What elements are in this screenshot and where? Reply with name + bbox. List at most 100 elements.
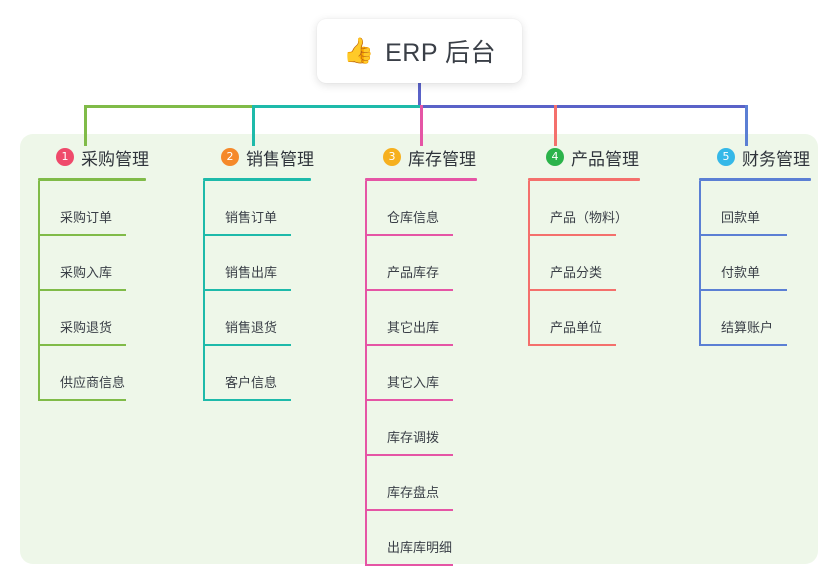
leaf-item-label: 产品库存 <box>387 265 440 280</box>
leaf-item-rule <box>699 344 787 346</box>
column-badge-icon: 1 <box>56 148 74 166</box>
column-stem-connector <box>365 181 367 566</box>
diagram-panel <box>20 134 818 564</box>
drop-connector-4 <box>554 105 557 146</box>
column-badge-icon: 3 <box>383 148 401 166</box>
leaf-list: 销售订单销售出库销售退货客户信息 <box>203 181 314 401</box>
leaf-item-rule <box>699 289 787 291</box>
leaf-item-rule <box>365 454 453 456</box>
column-title: 产品管理 <box>571 149 639 169</box>
leaf-item-rule <box>203 234 291 236</box>
leaf-item[interactable]: 库存调拨 <box>365 401 477 456</box>
column-header-rule <box>528 178 640 181</box>
column-title: 采购管理 <box>81 149 149 169</box>
leaf-item-rule <box>365 234 453 236</box>
leaf-item[interactable]: 库存盘点 <box>365 456 477 511</box>
column-header-4[interactable]: 4 产品管理 <box>528 145 640 169</box>
leaf-item[interactable]: 出库库明细 <box>365 511 477 566</box>
drop-connector-1 <box>84 105 87 146</box>
leaf-item[interactable]: 其它出库 <box>365 291 477 346</box>
leaf-item-rule <box>38 289 126 291</box>
column-stem-connector <box>203 181 205 401</box>
leaf-item[interactable]: 采购入库 <box>38 236 149 291</box>
leaf-item[interactable]: 供应商信息 <box>38 346 149 401</box>
leaf-item-label: 采购退货 <box>60 320 113 335</box>
leaf-item[interactable]: 销售退货 <box>203 291 314 346</box>
column-title: 销售管理 <box>246 149 314 169</box>
leaf-item[interactable]: 销售订单 <box>203 181 314 236</box>
leaf-item-rule <box>365 509 453 511</box>
column-header-2[interactable]: 2 销售管理 <box>203 145 314 169</box>
column-header-rule <box>365 178 477 181</box>
leaf-item-label: 客户信息 <box>225 375 278 390</box>
leaf-item-rule <box>365 344 453 346</box>
leaf-item-rule <box>528 289 616 291</box>
leaf-item-label: 其它出库 <box>387 320 440 335</box>
leaf-item-rule <box>203 344 291 346</box>
drop-connector-2 <box>252 105 255 146</box>
column-badge-icon: 4 <box>546 148 564 166</box>
leaf-list: 采购订单采购入库采购退货供应商信息 <box>38 181 149 401</box>
leaf-item[interactable]: 结算账户 <box>699 291 811 346</box>
leaf-item-label: 回款单 <box>721 210 761 225</box>
leaf-item-label: 库存盘点 <box>387 485 440 500</box>
leaf-list: 产品（物料） 产品分类产品单位 <box>528 181 640 346</box>
column-3: 3 库存管理仓库信息产品库存其它出库其它入库库存调拨库存盘点出库库明细 <box>365 145 477 566</box>
leaf-item-label: 销售出库 <box>225 265 278 280</box>
leaf-item[interactable]: 产品分类 <box>528 236 640 291</box>
leaf-item-label: 仓库信息 <box>387 210 440 225</box>
leaf-item[interactable]: 采购订单 <box>38 181 149 236</box>
leaf-item[interactable]: 采购退货 <box>38 291 149 346</box>
column-header-rule <box>699 178 811 181</box>
leaf-item-rule <box>38 234 126 236</box>
leaf-item-label: 产品（物料） <box>550 210 629 225</box>
leaf-item[interactable]: 销售出库 <box>203 236 314 291</box>
leaf-item-label: 供应商信息 <box>60 375 126 390</box>
thumbs-up-icon: 👍 <box>342 36 375 65</box>
leaf-item-rule <box>528 344 616 346</box>
leaf-item[interactable]: 付款单 <box>699 236 811 291</box>
leaf-item[interactable]: 客户信息 <box>203 346 314 401</box>
leaf-item[interactable]: 回款单 <box>699 181 811 236</box>
leaf-item[interactable]: 产品库存 <box>365 236 477 291</box>
leaf-item-rule <box>528 234 616 236</box>
leaf-item-rule <box>38 399 126 401</box>
bus-segment-1 <box>84 105 252 108</box>
leaf-item-rule <box>203 289 291 291</box>
leaf-item[interactable]: 产品单位 <box>528 291 640 346</box>
root-node-card[interactable]: 👍 ERP 后台 <box>317 19 522 83</box>
leaf-item-label: 结算账户 <box>721 320 774 335</box>
leaf-item-label: 产品单位 <box>550 320 603 335</box>
leaf-item-label: 销售订单 <box>225 210 278 225</box>
leaf-item[interactable]: 仓库信息 <box>365 181 477 236</box>
column-2: 2 销售管理销售订单销售出库销售退货客户信息 <box>203 145 314 401</box>
column-4: 4 产品管理产品（物料） 产品分类产品单位 <box>528 145 640 346</box>
leaf-item-rule <box>203 399 291 401</box>
leaf-item-label: 其它入库 <box>387 375 440 390</box>
leaf-item-rule <box>365 399 453 401</box>
leaf-item-rule <box>365 289 453 291</box>
root-title: ERP 后台 <box>385 39 497 67</box>
leaf-item-label: 出库库明细 <box>387 540 453 555</box>
leaf-item-rule <box>699 234 787 236</box>
leaf-item-label: 采购订单 <box>60 210 113 225</box>
leaf-item-label: 销售退货 <box>225 320 278 335</box>
drop-connector-3 <box>420 105 423 146</box>
column-header-3[interactable]: 3 库存管理 <box>365 145 477 169</box>
leaf-item[interactable]: 其它入库 <box>365 346 477 401</box>
leaf-item-label: 采购入库 <box>60 265 113 280</box>
column-badge-icon: 2 <box>221 148 239 166</box>
column-header-rule <box>203 178 311 181</box>
column-header-rule <box>38 178 146 181</box>
leaf-item-rule <box>38 344 126 346</box>
column-header-1[interactable]: 1 采购管理 <box>38 145 149 169</box>
column-badge-icon: 5 <box>717 148 735 166</box>
column-title: 库存管理 <box>408 149 476 169</box>
leaf-item[interactable]: 产品（物料） <box>528 181 640 236</box>
root-stem-connector <box>418 83 421 105</box>
leaf-item-label: 产品分类 <box>550 265 603 280</box>
bus-segment-2 <box>252 105 422 108</box>
